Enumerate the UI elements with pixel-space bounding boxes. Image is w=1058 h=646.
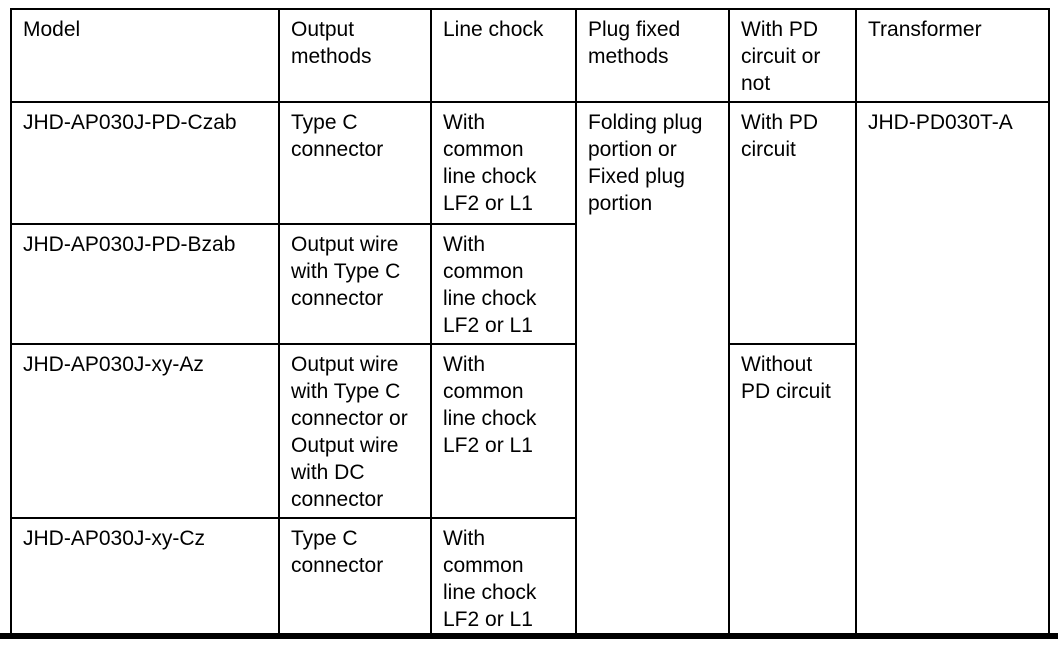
cell-line-chock-2: With common line chock LF2 or L1: [430, 223, 577, 345]
page-bottom-rule: [0, 633, 1058, 639]
cell-model-2: JHD-AP030J-PD-Bzab: [10, 223, 280, 345]
table-header-row: Model Output methods Line chock Plug fix…: [10, 8, 1050, 103]
header-pd-circuit: With PD circuit or not: [728, 8, 857, 103]
header-output-methods: Output methods: [278, 8, 432, 103]
header-model: Model: [10, 8, 280, 103]
cell-line-chock-1: With common line chock LF2 or L1: [430, 101, 577, 225]
cell-output-1: Type C connector: [278, 101, 432, 225]
cell-model-3: JHD-AP030J-xy-Az: [10, 343, 280, 519]
cell-line-chock-3: With common line chock LF2 or L1: [430, 343, 577, 519]
cell-plug-fixed-methods: Folding plug portion or Fixed plug porti…: [575, 101, 730, 639]
header-line-chock: Line chock: [430, 8, 577, 103]
table-row: JHD-AP030J-PD-Bzab Output wire with Type…: [10, 223, 1049, 345]
cell-output-4: Type C connector: [278, 517, 432, 639]
header-transformer: Transformer: [855, 8, 1050, 103]
table-row: JHD-AP030J-xy-Cz Type C connector With c…: [10, 517, 1049, 639]
cell-model-1: JHD-AP030J-PD-Czab: [10, 101, 280, 225]
table-row: JHD-AP030J-xy-Az Output wire with Type C…: [10, 343, 1049, 639]
cell-output-2: Output wire with Type C connector: [278, 223, 432, 345]
cell-model-4: JHD-AP030J-xy-Cz: [10, 517, 280, 639]
header-plug-fixed-methods: Plug fixed methods: [575, 8, 730, 103]
model-spec-table: Model Output methods Line chock Plug fix…: [10, 8, 1050, 639]
cell-with-pd-circuit: With PD circuit: [728, 101, 857, 345]
cell-output-3: Output wire with Type C connector or Out…: [278, 343, 432, 519]
cell-without-pd-circuit: Without PD circuit: [728, 343, 857, 639]
cell-line-chock-4: With common line chock LF2 or L1: [430, 517, 577, 639]
cell-transformer: JHD-PD030T-A: [855, 101, 1050, 639]
table-row: JHD-AP030J-PD-Czab Type C connector With…: [10, 101, 1050, 639]
